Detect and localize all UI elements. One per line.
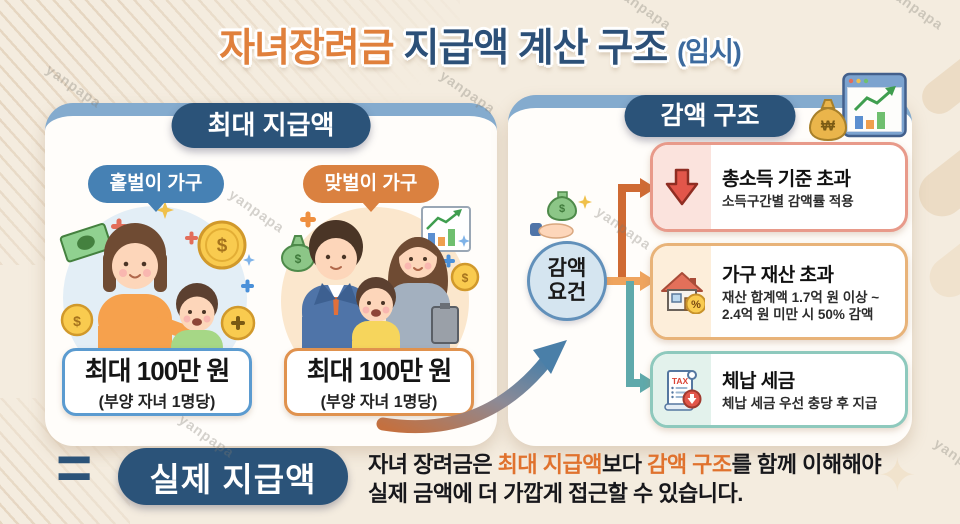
coin-icon [60,303,94,337]
browser-chart-icon [842,72,907,138]
reduction-item-tax: TAX 체납 세금 체납 세금 우선 충당 후 지급 [650,351,908,428]
single-income-label-text: 홑벌이 가구 [109,173,203,194]
dual-family-illustration: $ $ [281,206,480,395]
hand-money-bag-icon: $ [530,191,592,239]
per-child-note: (부양 자녀 1명당) [320,393,438,411]
money-bag-icon: $ [281,235,315,272]
max-amount: 최대 100만 원 [84,356,231,386]
item-desc: 소득구간별 감액률 적용 [722,193,854,209]
down-arrow-icon [653,145,711,229]
equals-sign: = [56,434,93,503]
footer-highlight-reduction: 감액 구조 [647,452,732,477]
decor-blob [921,204,960,306]
won-glyph: ₩ [821,118,836,135]
plus-decor-icon [241,279,254,293]
money-bill-icon [59,223,113,263]
plus-decor-icon [442,254,455,268]
plus-decor-icon [300,211,316,228]
footer-seg: 자녀 장려금은 [368,452,498,477]
single-income-label: 홑벌이 가구 [88,165,224,212]
max-payment-panel: 최대 지급액 홑벌이 가구 맞벌이 가구 $ $ [45,103,497,446]
item-title: 가구 재산 초과 [722,264,834,286]
item-desc-line1: 재산 합계액 1.7억 원 이상 ~ [722,289,880,305]
house-percent-icon: % [653,246,711,337]
single-family-amount-box: 최대 100만 원 (부양 자녀 1명당) [62,348,252,416]
item-desc: 재산 합계액 1.7억 원 이상 ~2.4억 원 미만 시 50% 감액 [722,290,897,324]
coin-dollar-glyph: $ [462,271,469,285]
watermark: yanpapa [931,435,960,485]
bubble-tail [362,202,380,212]
footer-highlight-max: 최대 지급액 [497,452,603,477]
plus-decor-icon [185,231,198,245]
max-payment-header: 최대 지급액 [171,103,371,148]
actual-payment-label: 실제 지급액 [149,460,317,498]
coin-dollar-glyph: $ [73,313,81,329]
item-desc: 체납 세금 우선 충당 후 지급 [722,396,878,412]
per-child-note: (부양 자녀 1명당) [98,393,216,411]
star-decor-icon [243,254,255,266]
title-main: 지급액 계산 구조 [393,27,678,70]
branch-connectors [602,178,656,393]
tax-glyph: TAX [672,376,689,386]
page-title: 자녀장려금 지급액 계산 구조 (임시) [0,17,960,73]
footer-seg: 를 함께 이해해야 [731,452,882,477]
won-money-bag-icon: ₩ [808,99,848,142]
footer-line2: 실제 금액에 더 가깝게 접근할 수 있습니다. [368,481,743,507]
title-suffix: (임시) [677,37,742,67]
star-decor-icon [156,201,174,219]
percent-glyph: % [691,299,701,311]
reduction-condition-circle: 감액 요건 [527,241,607,321]
dual-income-label: 맞벌이 가구 [303,165,439,212]
star-decor-icon [458,235,470,247]
footer-seg: 보다 [602,452,648,477]
dual-income-label-text: 맞벌이 가구 [324,173,418,194]
coin-dollar-glyph: $ [217,236,228,257]
bubble-tail [147,202,165,212]
star-decor-icon [578,195,592,209]
actual-payment-pill: 실제 지급액 [118,448,348,505]
item-title: 총소득 기준 초과 [722,168,851,190]
reduction-item-income: 총소득 기준 초과 소득구간별 감액률 적용 [650,142,908,232]
footer-line1: 자녀 장려금은 최대 지급액보다 감액 구조를 함께 이해해야 [368,450,913,479]
chart-decor-icon [421,206,471,252]
bag-dollar-glyph: $ [559,203,565,215]
tax-document-icon: TAX [653,354,711,425]
item-title: 체납 세금 [722,371,795,393]
coin-icon [450,262,480,292]
reduction-item-property: % 가구 재산 초과 재산 합계액 1.7억 원 이상 ~2.4억 원 미만 시… [650,243,908,340]
max-amount: 최대 100만 원 [306,356,453,386]
reduction-structure-header: 감액 구조 [624,95,796,137]
item-desc-line2: 2.4억 원 미만 시 50% 감액 [722,306,874,322]
title-keyword: 자녀장려금 [219,27,394,70]
flow-arrow [376,340,567,434]
condition-line2: 요건 [547,281,587,304]
dual-family-amount-box: 최대 100만 원 (부양 자녀 1명당) [284,348,474,416]
condition-line1: 감액 [547,257,587,281]
footer-explanation: 자녀 장려금은 최대 지급액보다 감액 구조를 함께 이해해야 실제 금액에 더… [368,450,913,509]
decor-blob [909,120,960,226]
bag-dollar-glyph: $ [295,252,302,266]
